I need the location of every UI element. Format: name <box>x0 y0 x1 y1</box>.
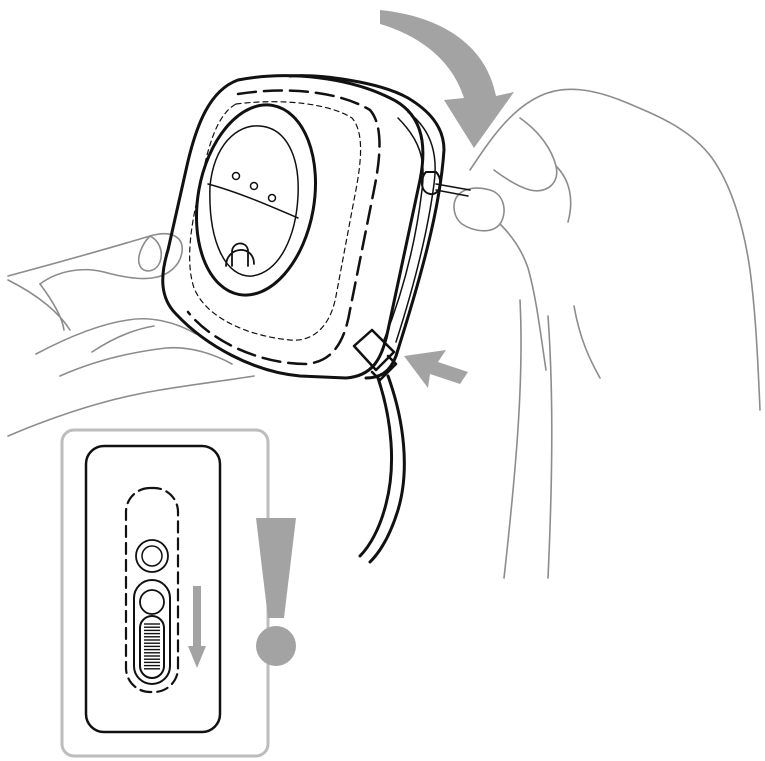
device-slot <box>226 243 254 266</box>
right-hand-sleeve <box>504 300 600 578</box>
device-dashed-inner-outline <box>190 102 361 341</box>
pull-tab <box>422 172 470 196</box>
device-side-inner-edge <box>384 118 423 340</box>
right-hand-index-finger <box>494 118 557 191</box>
device-oval-inner <box>210 126 298 276</box>
left-hand-wrist <box>8 280 70 330</box>
inset-slider-grip <box>144 624 160 669</box>
indicator-dots <box>233 173 276 202</box>
exclamation-dot <box>256 626 296 666</box>
device-side-face <box>290 76 444 378</box>
curved-arrow-down-icon <box>380 10 514 148</box>
indicator-dot <box>233 173 240 180</box>
right-hand-outline <box>470 89 760 410</box>
inset-panel <box>62 430 296 756</box>
device <box>163 76 444 378</box>
cable-plug <box>354 330 396 380</box>
exclamation-bar <box>256 518 296 618</box>
right-hand-palm <box>500 166 571 370</box>
cable <box>354 330 404 562</box>
left-hand-thumb <box>139 236 162 271</box>
indicator-dot <box>251 183 258 190</box>
device-dashed-outline <box>188 91 380 364</box>
curved-arrow <box>380 10 514 148</box>
inset-port <box>136 540 168 572</box>
exclamation-icon <box>256 518 296 666</box>
left-hand <box>8 234 254 436</box>
inset-port-inner <box>142 546 162 566</box>
right-hand <box>454 89 760 578</box>
arrow-down-icon <box>188 586 206 668</box>
cable-wire-inner <box>360 378 392 556</box>
arrow-up-left-icon <box>404 350 468 388</box>
inset-frame <box>62 430 268 756</box>
indicator-dot <box>269 195 276 202</box>
inset-slider-button <box>140 590 164 614</box>
device-side-inner-edge-2 <box>396 112 435 342</box>
